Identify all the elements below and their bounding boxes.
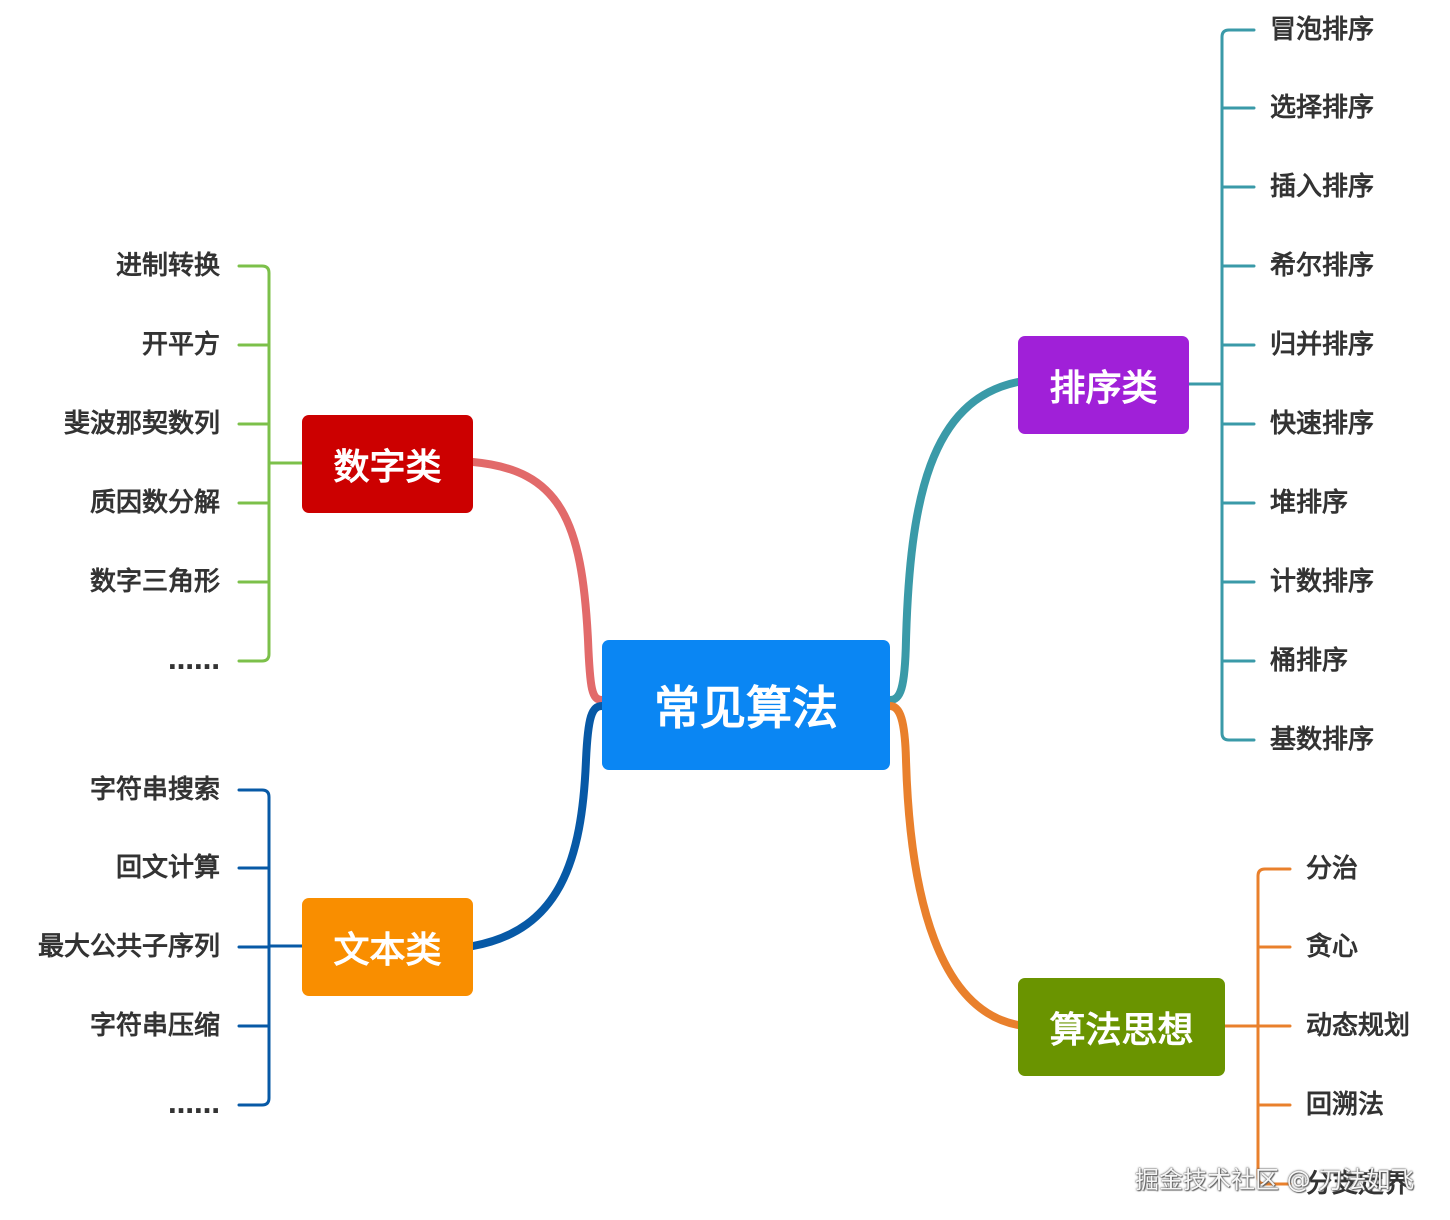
leaf-sort[interactable]: 基数排序 xyxy=(1270,725,1375,755)
leaf-text[interactable]: 回文计算 xyxy=(115,853,220,883)
leaf-idea[interactable]: 回溯法 xyxy=(1306,1090,1385,1120)
bracket-number xyxy=(237,264,271,663)
link-text xyxy=(469,702,606,950)
watermark: 掘金技术社区 @ 刀法如飞 xyxy=(1135,1166,1415,1194)
leaf-sort[interactable]: 希尔排序 xyxy=(1270,251,1375,281)
branch-node-sort[interactable]: 排序类 xyxy=(1018,336,1189,434)
branch-node-text[interactable]: 文本类 xyxy=(302,898,473,996)
leaf-sort[interactable]: 插入排序 xyxy=(1270,172,1375,202)
link-idea xyxy=(886,702,1022,1029)
branch-node-number[interactable]: 数字类 xyxy=(302,415,473,513)
leaf-number[interactable]: 开平方 xyxy=(141,330,220,360)
leaf-text[interactable]: 字符串压缩 xyxy=(89,1011,220,1041)
leaf-number[interactable]: 数字三角形 xyxy=(89,567,220,597)
leaf-text[interactable]: …… xyxy=(168,1090,220,1120)
leaf-number[interactable]: 质因数分解 xyxy=(89,488,220,518)
leaf-text[interactable]: 字符串搜索 xyxy=(89,775,220,805)
leaf-sort[interactable]: 归并排序 xyxy=(1270,330,1375,360)
leaf-sort[interactable]: 冒泡排序 xyxy=(1270,15,1375,45)
link-sort xyxy=(886,378,1022,704)
branch-node-idea[interactable]: 算法思想 xyxy=(1018,978,1225,1076)
leaf-number[interactable]: 斐波那契数列 xyxy=(63,409,220,439)
leaf-sort[interactable]: 快速排序 xyxy=(1270,409,1375,439)
leaf-text[interactable]: 最大公共子序列 xyxy=(37,932,220,962)
leaf-idea[interactable]: 分治 xyxy=(1306,854,1359,884)
root-node[interactable]: 常见算法 xyxy=(602,640,890,770)
leaf-idea[interactable]: 动态规划 xyxy=(1306,1011,1411,1041)
leaf-sort[interactable]: 选择排序 xyxy=(1270,93,1375,123)
leaf-sort[interactable]: 计数排序 xyxy=(1270,567,1375,597)
bracket-sort xyxy=(1220,28,1256,742)
leaf-sort[interactable]: 堆排序 xyxy=(1270,488,1349,518)
leaf-sort[interactable]: 桶排序 xyxy=(1270,646,1349,676)
leaf-idea[interactable]: 分支定界 xyxy=(1306,1169,1411,1199)
leaf-number[interactable]: …… xyxy=(168,646,220,676)
leaf-number[interactable]: 进制转换 xyxy=(115,251,220,281)
link-number xyxy=(469,458,606,704)
leaf-idea[interactable]: 贪心 xyxy=(1306,932,1359,962)
